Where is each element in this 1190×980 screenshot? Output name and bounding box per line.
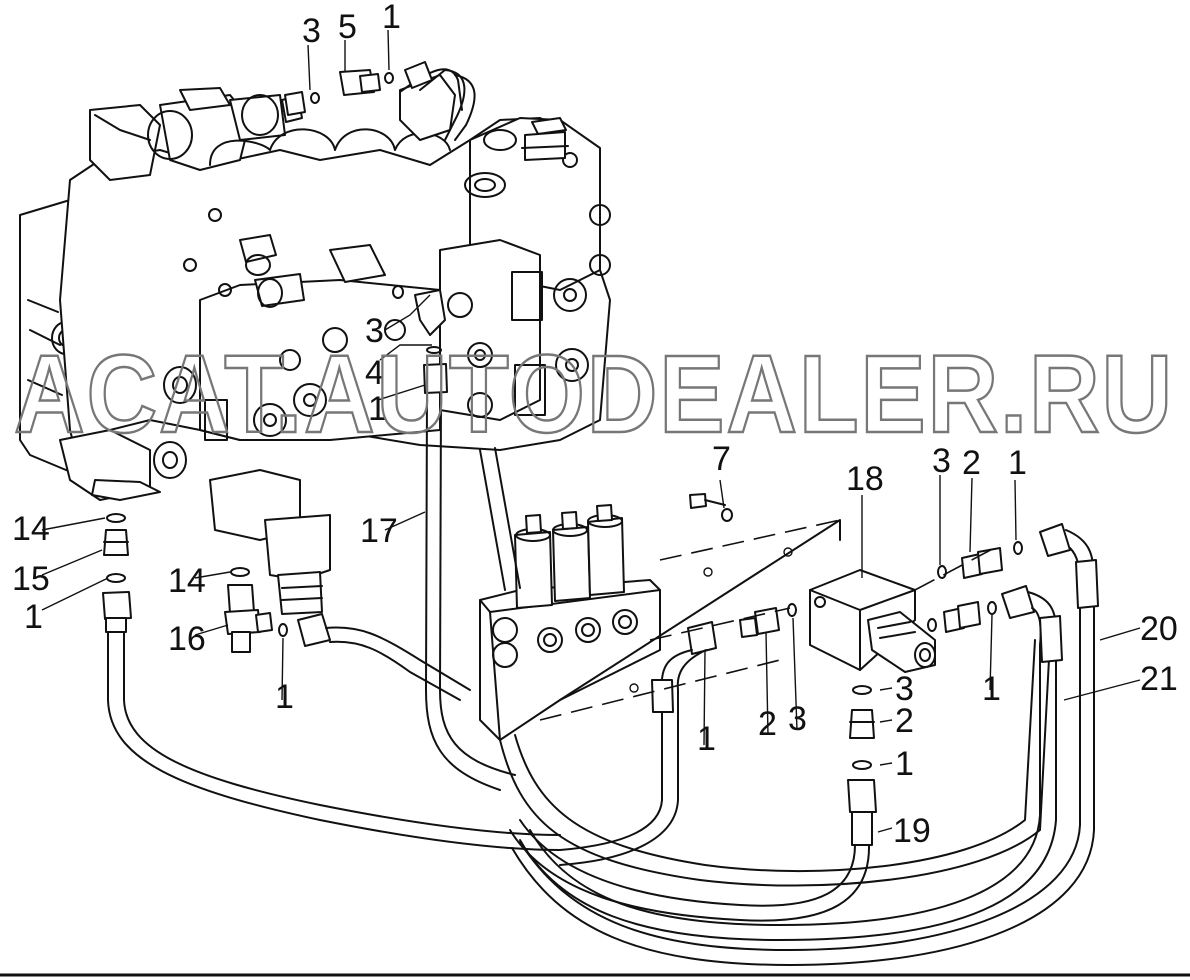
callout-3-right: 3	[932, 442, 951, 480]
top-pilot-line	[284, 61, 476, 141]
callout-1-center: 1	[275, 678, 294, 716]
callout-18: 18	[846, 460, 884, 498]
callout-1-far: 1	[982, 670, 1001, 708]
callout-7: 7	[712, 440, 731, 478]
callout-16: 16	[168, 620, 206, 658]
callout-15: 15	[12, 560, 50, 598]
callout-2-block: 2	[895, 702, 914, 740]
callout-numbers: 3 5 1 3 4 1 7 18 3 2 1 14 15 1 14 16 1 1…	[12, 0, 1178, 850]
hose-19-stack	[509, 685, 877, 922]
callout-1-mid: 1	[368, 390, 387, 428]
dashed-reference-lines	[539, 519, 1001, 721]
callout-2-right: 2	[962, 444, 981, 482]
callout-14-left: 14	[12, 510, 50, 548]
callout-4-mid: 4	[365, 354, 384, 392]
callout-3-block: 3	[895, 670, 914, 708]
solenoid-manifold	[479, 493, 841, 741]
callout-3-mid: 3	[365, 312, 384, 350]
callout-1-block: 1	[895, 745, 914, 783]
elbow-and-vertical-pipe	[107, 285, 561, 851]
main-control-valve	[19, 74, 611, 615]
callout-19: 19	[893, 812, 931, 850]
callout-21: 21	[1140, 660, 1178, 698]
callout-1-left: 1	[24, 598, 43, 636]
callout-3-top: 3	[302, 12, 321, 50]
callout-1-low: 1	[697, 720, 716, 758]
left-fitting-stack	[102, 513, 132, 633]
callout-1-top: 1	[382, 0, 401, 36]
right-fittings	[511, 523, 1099, 966]
callout-3-low: 3	[788, 700, 807, 738]
callout-20: 20	[1140, 610, 1178, 648]
block-18	[809, 569, 936, 673]
callout-1-right: 1	[1008, 444, 1027, 482]
callout-2-low: 2	[758, 705, 777, 743]
watermark-text: ACAT.AUTODEALER.RU	[14, 333, 1174, 456]
hose-17	[479, 447, 1051, 887]
leader-lines	[41, 29, 1141, 833]
tee-fitting	[224, 567, 471, 701]
callout-5-top: 5	[338, 8, 357, 46]
callout-17: 17	[360, 512, 398, 550]
callout-14-center: 14	[168, 562, 206, 600]
